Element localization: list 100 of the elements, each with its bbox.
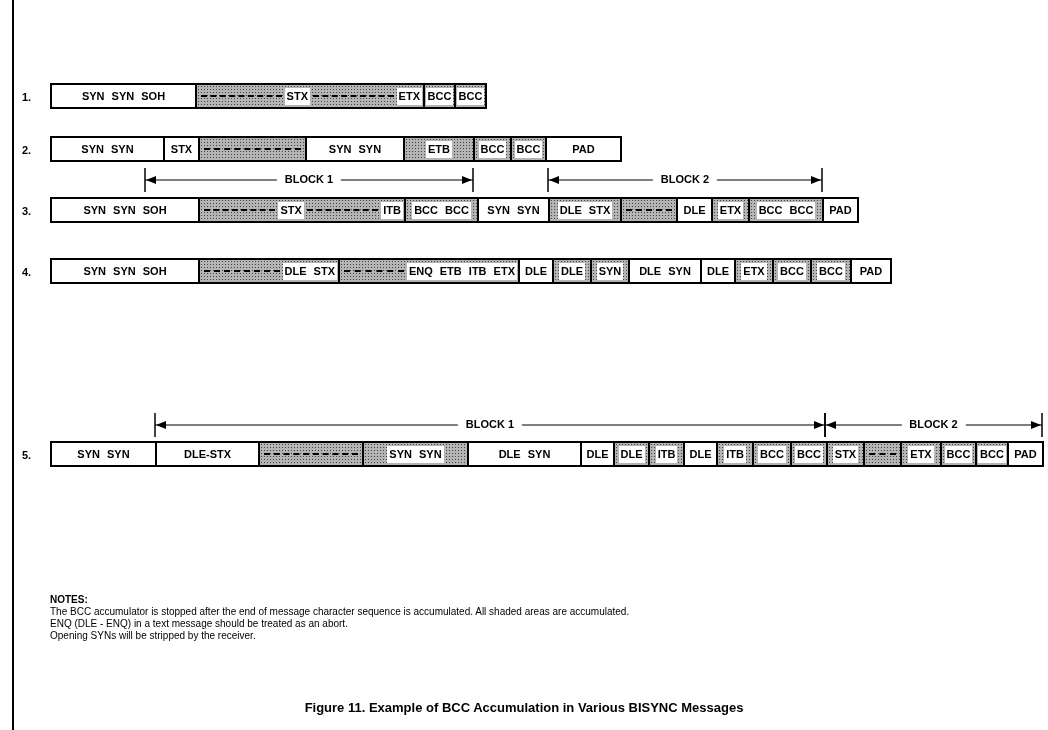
field-label: STX <box>169 141 194 157</box>
field-label: DLE SYN <box>497 446 552 462</box>
shaded-field <box>198 258 340 284</box>
field-label: ETX <box>741 262 767 280</box>
field-label: DLE STX <box>557 201 613 219</box>
field-label: PAD <box>571 141 596 157</box>
message-field <box>628 258 702 284</box>
field-label: ETX <box>908 445 934 463</box>
message-field <box>580 441 615 467</box>
shaded-field <box>772 258 812 284</box>
field-label: ETB <box>426 140 452 158</box>
field-label: BCC <box>978 445 1006 463</box>
block-label: BLOCK 2 <box>901 419 966 430</box>
shaded-field <box>648 441 685 467</box>
message-field <box>518 258 554 284</box>
field-label: SYN SYN SOH <box>82 202 168 218</box>
message-field <box>50 197 200 223</box>
field-label: SYN SYN <box>76 446 131 462</box>
shaded-field <box>473 136 512 162</box>
shaded-field <box>900 441 942 467</box>
field-label: STX <box>284 87 310 105</box>
message-field <box>1007 441 1044 467</box>
field-label: BCC <box>795 445 823 463</box>
block-label: BLOCK 1 <box>276 174 342 185</box>
note-text: Opening SYNs will be stripped by the receiver. <box>50 630 257 642</box>
field-label: DLE-STX <box>182 446 233 462</box>
field-label: DLE <box>618 445 645 463</box>
message-field <box>163 136 200 162</box>
field-label: BCC <box>778 262 806 280</box>
field-label: SYN SYN <box>80 141 135 157</box>
shaded-field <box>404 197 479 223</box>
message-field <box>477 197 550 223</box>
message-field <box>155 441 260 467</box>
shaded-field <box>613 441 650 467</box>
notes-heading: NOTES: <box>50 594 89 606</box>
message-field <box>545 136 622 162</box>
field-label: DLE STX <box>282 262 337 280</box>
shaded-field <box>734 258 774 284</box>
field-label: BCC <box>478 140 507 158</box>
message-field <box>50 136 165 162</box>
shaded-field <box>362 441 469 467</box>
field-label: BCC <box>425 87 454 105</box>
shaded-field <box>752 441 792 467</box>
field-label: BCC <box>944 445 973 463</box>
shaded-field <box>711 197 750 223</box>
shaded-field <box>198 136 307 162</box>
shaded-field <box>790 441 828 467</box>
field-label: ENQ ETB ITB ETX <box>406 262 517 280</box>
field-label: SYN <box>596 262 624 280</box>
block-label: BLOCK 2 <box>652 174 718 185</box>
field-label: PAD <box>858 263 884 279</box>
field-label: BCC <box>456 87 485 105</box>
field-label: BCC <box>817 262 845 280</box>
field-label: ETX <box>717 201 744 219</box>
row-number: 5. <box>22 448 32 463</box>
field-label: SYN SYN <box>387 445 444 463</box>
field-label: SYN SYN <box>327 141 383 157</box>
message-field <box>305 136 405 162</box>
field-label: DLE <box>706 263 730 279</box>
message-field <box>50 83 197 109</box>
shaded-field <box>810 258 852 284</box>
field-label: PAD <box>828 202 853 218</box>
shaded-field <box>403 136 475 162</box>
shaded-field <box>748 197 824 223</box>
field-label: BCC BCC <box>756 201 816 219</box>
field-label: BCC BCC <box>412 201 471 219</box>
note-text: The BCC accumulator is stopped after the end of message character sequence is accumulated. All shaded areas are accumulated. <box>50 606 630 618</box>
field-label: ITB <box>655 445 678 463</box>
shaded-field <box>338 258 520 284</box>
row-number: 1. <box>22 90 32 105</box>
field-label: SYN SYN <box>486 202 541 218</box>
field-label: PAD <box>1013 446 1038 462</box>
shaded-field <box>590 258 630 284</box>
field-label: DLE <box>585 446 610 462</box>
figure-caption: Figure 11. Example of BCC Accumulation in Various BISYNC Messages <box>304 699 744 717</box>
field-label: DLE <box>688 446 713 462</box>
shaded-field <box>716 441 754 467</box>
field-label: DLE SYN <box>638 263 692 279</box>
shaded-field <box>195 83 425 109</box>
row-number: 3. <box>22 204 32 219</box>
field-label: DLE <box>524 263 548 279</box>
field-label: ETX <box>396 87 422 105</box>
message-field <box>50 258 200 284</box>
message-field <box>50 441 157 467</box>
shaded-field <box>552 258 592 284</box>
message-field <box>822 197 859 223</box>
shaded-field <box>198 197 406 223</box>
field-label: DLE <box>682 202 707 218</box>
field-label: ITB <box>724 445 746 463</box>
field-label: BCC <box>758 445 786 463</box>
field-label: ITB <box>381 201 403 219</box>
message-field <box>467 441 582 467</box>
shaded-field <box>863 441 902 467</box>
shaded-field <box>548 197 622 223</box>
shaded-field <box>258 441 364 467</box>
message-field <box>850 258 892 284</box>
field-label: STX <box>278 201 304 219</box>
message-field <box>676 197 713 223</box>
field-label: STX <box>832 445 859 463</box>
row-number: 2. <box>22 143 32 158</box>
